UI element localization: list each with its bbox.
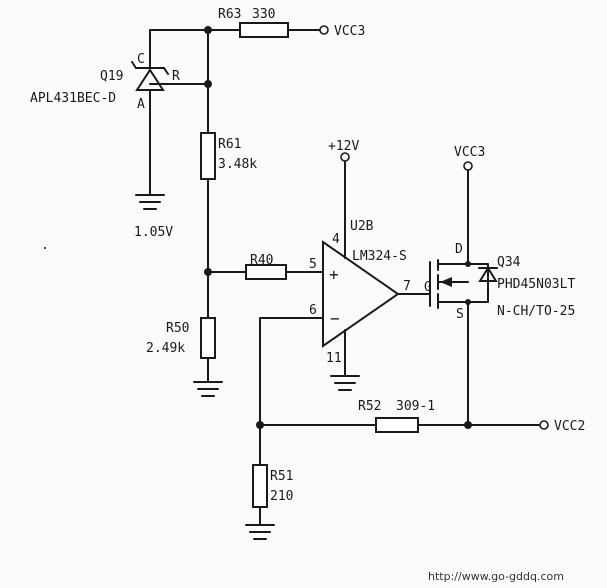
u2b-opamp [322, 152, 400, 391]
q34-part-label: PHD45N03LT [497, 277, 575, 292]
junction-top [204, 26, 212, 34]
ground-r50 [193, 381, 223, 397]
r61-ref-label: R61 [218, 137, 241, 152]
r51-ref-label: R51 [270, 469, 293, 484]
u2b-plus-sign: + [329, 265, 339, 284]
r52-ref-label: R52 [358, 399, 381, 414]
q34-package-label: N-CH/TO-25 [497, 304, 575, 319]
q19-ref-label: Q19 [100, 69, 123, 84]
r61-resistor [200, 132, 216, 180]
q19-regulator [131, 29, 209, 196]
r50-ref-label: R50 [166, 321, 189, 336]
q34-pin-s: S [456, 307, 464, 322]
r40-ref-label: R40 [250, 253, 273, 268]
r50-resistor [200, 317, 216, 359]
plus12v-label: +12V [328, 139, 359, 154]
q34-ref-label: Q34 [497, 255, 521, 270]
vcc2-label: VCC2 [554, 419, 585, 434]
q34-pin-d: D [455, 242, 463, 257]
u2b-pin-11: 11 [326, 351, 342, 366]
r51-value-label: 210 [270, 489, 293, 504]
r50-value-label: 2.49k [146, 341, 185, 356]
q19-part-label: APL431BEC-D [30, 91, 116, 106]
r63-resistor [239, 22, 289, 38]
r52-value-label: 309-1 [396, 399, 435, 414]
u2b-ref-label: U2B [350, 219, 374, 234]
junction-ref [204, 80, 212, 88]
r63-value-label: 330 [252, 7, 275, 22]
vcc3-right-label: VCC3 [454, 145, 485, 160]
ground-r51 [245, 524, 275, 540]
wire-feedback [259, 317, 324, 426]
vcc3-top-terminal [319, 25, 329, 35]
r61-value-label: 3.48k [218, 157, 257, 172]
scan-speck [44, 247, 46, 249]
q19-ref-voltage-label: 1.05V [134, 225, 173, 240]
u2b-pin-7: 7 [403, 279, 411, 294]
q19-pin-r: R [172, 69, 180, 84]
q34-mosfet [429, 161, 498, 426]
vcc3-top-label: VCC3 [334, 24, 365, 39]
u2b-pin-6: 6 [309, 303, 317, 318]
u2b-minus-sign: − [330, 309, 340, 328]
ground-q19 [135, 194, 165, 210]
r52-resistor [375, 417, 419, 433]
r51-resistor [252, 464, 268, 508]
u2b-pin-4: 4 [332, 232, 340, 247]
q19-pin-c: C [137, 52, 145, 67]
q19-pin-a: A [137, 97, 145, 112]
u2b-pin-5: 5 [309, 257, 317, 272]
vcc2-terminal [539, 420, 549, 430]
r63-ref-label: R63 [218, 7, 241, 22]
u2b-part-label: LM324-S [352, 249, 407, 264]
junction-bottom-right [464, 421, 472, 429]
watermark-url: http://www.go-gddq.com [428, 570, 564, 583]
q34-pin-g: G [424, 280, 432, 295]
